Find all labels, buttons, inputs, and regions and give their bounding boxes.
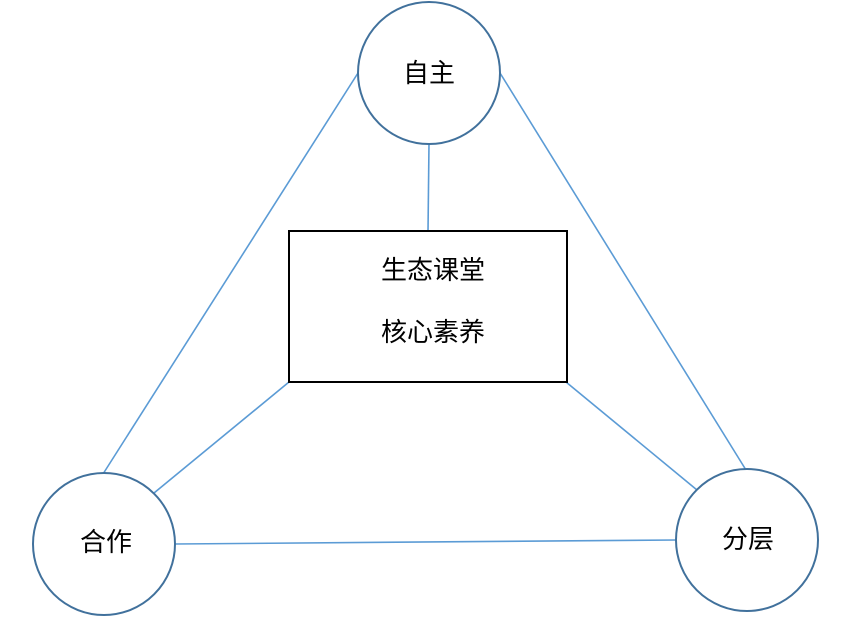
node-left: 合作 xyxy=(32,472,176,616)
connector-left-right xyxy=(174,539,678,545)
center-label-line1: 生态课堂 xyxy=(381,256,485,286)
connector-top-center xyxy=(427,142,430,233)
node-top-label: 自主 xyxy=(403,59,455,89)
connector-top-right xyxy=(499,72,747,471)
connector-top-left xyxy=(102,72,359,475)
center-box: 生态课堂 核心素养 xyxy=(288,230,568,383)
node-left-label: 合作 xyxy=(80,528,132,558)
connector-center-left xyxy=(153,381,290,494)
connector-center-right xyxy=(565,381,698,491)
node-right-label: 分层 xyxy=(722,525,774,555)
node-right: 分层 xyxy=(675,468,819,612)
node-top: 自主 xyxy=(357,1,501,145)
center-label-line2: 核心素养 xyxy=(381,318,485,348)
